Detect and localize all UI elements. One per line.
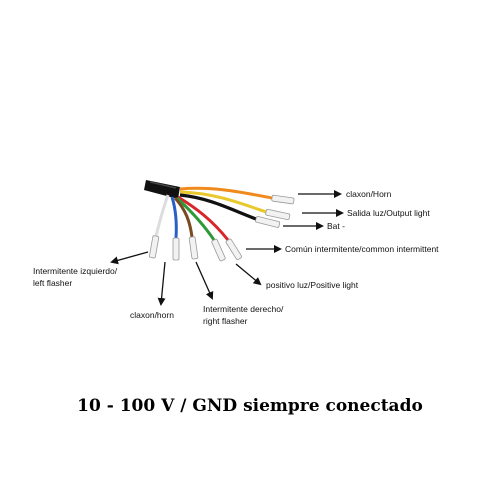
terminal-yellow (265, 208, 291, 221)
label-output-light: Salida luz/Output light (347, 208, 430, 218)
label-bat-neg: Bat - (327, 221, 345, 231)
label-common-flasher: Común intermitente/common intermittent (285, 244, 439, 254)
label-right-flasher-line1: Intermitente derecho/ (203, 304, 284, 314)
label-left-flasher-line2: left flasher (33, 278, 73, 288)
wire-brown (173, 196, 194, 238)
voltage-caption: 10 - 100 V / GND siempre conectado (77, 396, 423, 416)
arrow-horn-bottom (157, 261, 166, 306)
arrow-right-flasher (195, 261, 214, 300)
terminal-green (211, 238, 226, 262)
label-horn-top: claxon/Horn (346, 189, 392, 199)
wire-green (175, 196, 216, 241)
terminal-red (225, 238, 243, 261)
label-left-flasher-line1: Intermitente izquierdo/ (33, 266, 118, 276)
wire-yellow (179, 190, 267, 214)
wire-white (154, 194, 170, 237)
label-positive-light: positivo luz/Positive light (266, 280, 359, 290)
cable-jacket (144, 180, 180, 199)
terminal-blue (172, 237, 180, 261)
wire-orange (179, 186, 273, 200)
terminal-orange (271, 194, 295, 205)
arrow-positive-light (235, 263, 262, 286)
wire-terminals (149, 194, 295, 262)
terminal-black (255, 216, 281, 228)
wire-blue (170, 196, 178, 239)
terminal-brown (188, 236, 199, 260)
label-right-flasher-line2: right flasher (203, 316, 248, 326)
wire-black (179, 193, 257, 221)
arrow-left-flasher (110, 251, 149, 265)
pointer-arrows (110, 190, 344, 306)
wire-red (177, 195, 230, 241)
terminal-white (149, 235, 160, 259)
label-horn-bottom: claxon/horn (130, 310, 174, 320)
